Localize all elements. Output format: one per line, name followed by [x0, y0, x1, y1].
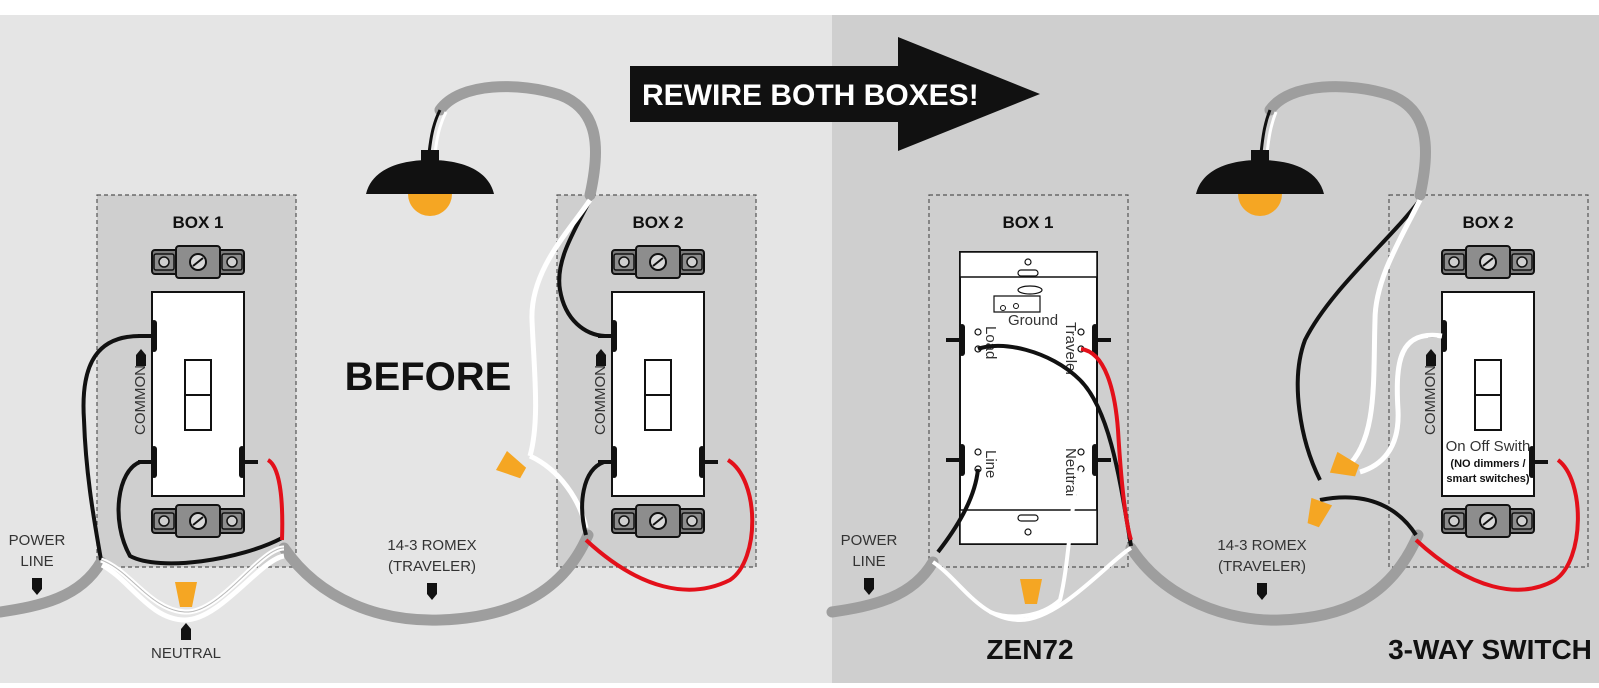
banner-text: REWIRE BOTH BOXES! [642, 79, 979, 112]
neutral-label: NEUTRAL [151, 645, 221, 662]
box1-title: BOX 1 [172, 213, 223, 232]
wire-load-black [557, 199, 606, 338]
before-panel: BOX 1 BOX 2 COMMON COMMON BEFORE POWER L… [0, 81, 757, 662]
wire-traveler-red-box2 [1414, 458, 1580, 592]
line-label: Line [982, 450, 999, 478]
fixture-cable [434, 81, 602, 201]
wire-traveler-red [266, 458, 285, 541]
power-line-cable [0, 556, 107, 618]
wire-traveler-red [1080, 347, 1133, 541]
common-label: COMMON [132, 365, 149, 435]
common-label: COMMON [1422, 365, 1439, 435]
wire-traveler-red-box2 [584, 458, 755, 592]
before-heading: BEFORE [345, 355, 512, 399]
romex-label: 14-3 ROMEX [1217, 537, 1306, 554]
switch-note: smart switches) [1446, 473, 1529, 485]
switch-note: (NO dimmers / [1450, 458, 1525, 470]
romex-label: (TRAVELER) [388, 558, 476, 575]
wire-line-hot [81, 334, 141, 561]
power-line-label: POWER [9, 532, 66, 549]
wire-traveler-black [116, 460, 283, 566]
romex-label: 14-3 ROMEX [387, 537, 476, 554]
wire-neutral-white [989, 468, 1083, 619]
zen72-caption: ZEN72 [986, 634, 1073, 665]
power-line-label: LINE [852, 553, 885, 570]
after-panel: Ground Load Traveler Line Neutral [826, 81, 1592, 665]
power-line-label: LINE [20, 553, 53, 570]
switch-note: On Off Swith [1446, 438, 1531, 455]
wire-line-hot [936, 468, 980, 554]
load-label: Load [982, 326, 999, 359]
wire-fixture-white [527, 198, 593, 457]
neutral-terminal-label: Neutral [1062, 448, 1079, 496]
power-line-label: POWER [841, 532, 898, 549]
romex-traveler-cable [1125, 529, 1424, 626]
box2-title: BOX 2 [1462, 213, 1513, 232]
romex-traveler-cable [278, 529, 594, 626]
ground-label: Ground [1008, 312, 1058, 329]
box2-title: BOX 2 [632, 213, 683, 232]
power-line-cable [826, 556, 939, 618]
rewire-banner: REWIRE BOTH BOXES! [630, 37, 1040, 151]
three-way-caption: 3-WAY SWITCH [1388, 634, 1592, 665]
common-label: COMMON [592, 365, 609, 435]
romex-label: (TRAVELER) [1218, 558, 1306, 575]
traveler-label: Traveler [1062, 322, 1079, 376]
box1-title: BOX 1 [1002, 213, 1053, 232]
fixture-cable [1264, 81, 1432, 201]
